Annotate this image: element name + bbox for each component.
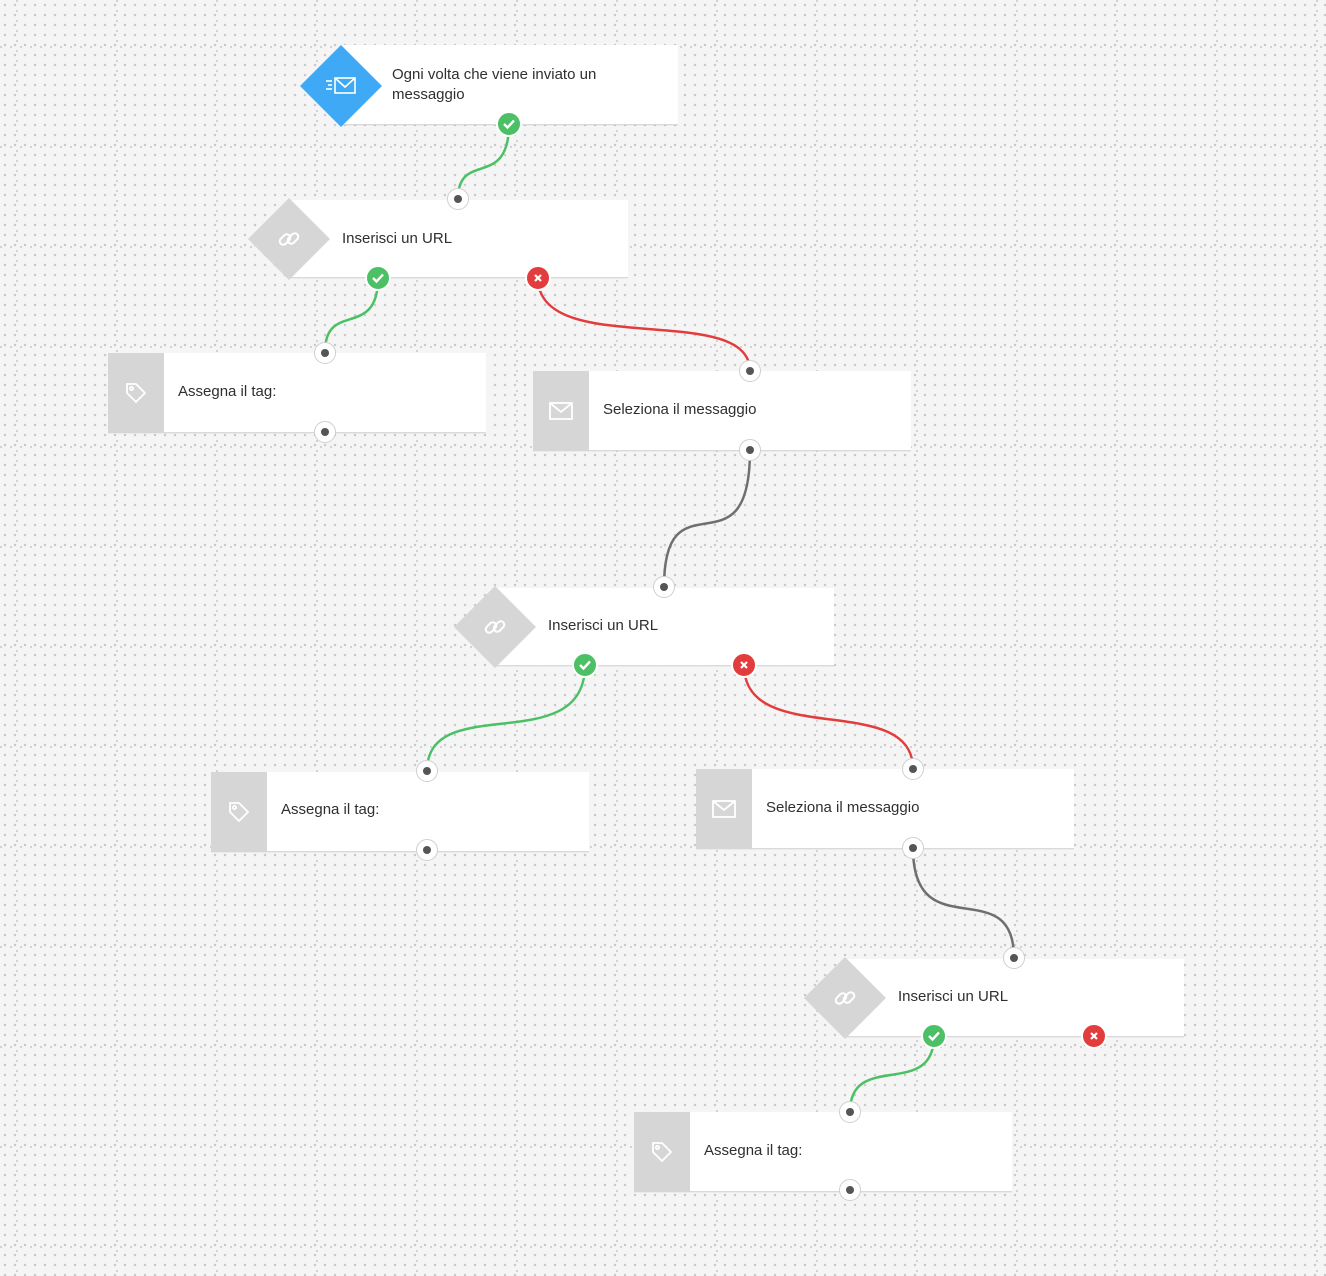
envelope-icon xyxy=(549,402,573,420)
tag-icon-box-1 xyxy=(108,353,164,433)
tag-1-input-port[interactable] xyxy=(314,342,336,364)
message-card-2[interactable] xyxy=(696,769,1074,849)
tag-card-3[interactable] xyxy=(634,1112,1012,1192)
tag-node-2[interactable]: Assegna il tag: xyxy=(211,772,591,852)
message-card-1[interactable] xyxy=(533,371,911,451)
url-1-input-port[interactable] xyxy=(447,188,469,210)
trigger-label: Ogni volta che viene inviato un messaggi… xyxy=(392,66,597,103)
tag-card-2[interactable] xyxy=(211,772,589,852)
message-node-2[interactable]: Seleziona il messaggio xyxy=(696,769,1076,849)
trigger-success-status[interactable] xyxy=(496,111,522,137)
tag-2-input-port[interactable] xyxy=(416,760,438,782)
message-node-1[interactable]: Seleziona il messaggio xyxy=(533,371,913,451)
url-node-2[interactable]: Inserisci un URL xyxy=(453,585,836,670)
cross-icon xyxy=(740,661,748,669)
send-mail-icon xyxy=(326,77,356,94)
url-card-1[interactable] xyxy=(288,200,628,278)
connector-url-2-no-to-message-2[interactable] xyxy=(742,664,915,770)
check-icon xyxy=(579,660,591,671)
envelope-icon-box-2 xyxy=(696,769,752,849)
url-diamond-1 xyxy=(247,197,331,281)
tag-node-3[interactable]: Assegna il tag: xyxy=(634,1112,1014,1192)
tag-icon xyxy=(126,383,147,404)
trigger-diamond xyxy=(299,44,383,128)
check-icon xyxy=(503,119,515,130)
url-2-success-status[interactable] xyxy=(572,652,598,678)
url-diamond-3 xyxy=(803,956,887,1040)
link-icon xyxy=(834,991,856,1005)
url-1-success-status[interactable] xyxy=(365,265,391,291)
message-1-output-port[interactable] xyxy=(739,439,761,461)
link-icon xyxy=(278,232,300,246)
tag-label-1: Assegna il tag: xyxy=(178,383,277,400)
connector-url-1-no-to-message-1[interactable] xyxy=(536,277,752,372)
message-label-2: Seleziona il messaggio xyxy=(766,799,920,816)
connector-trigger-to-url-1[interactable] xyxy=(456,123,511,200)
url-3-input-port[interactable] xyxy=(1003,947,1025,969)
connector-message-2-to-url-3[interactable] xyxy=(911,847,1016,959)
url-node-3[interactable]: Inserisci un URL xyxy=(803,956,1186,1041)
tag-card-1[interactable] xyxy=(108,353,486,433)
tag-icon xyxy=(229,802,250,823)
message-1-input-port[interactable] xyxy=(739,360,761,382)
url-label-2: Inserisci un URL xyxy=(548,617,659,634)
url-2-failure-status[interactable] xyxy=(731,652,757,678)
url-card-2[interactable] xyxy=(494,588,834,666)
url-label-1: Inserisci un URL xyxy=(342,230,453,247)
envelope-icon xyxy=(712,800,736,818)
tag-node-1[interactable]: Assegna il tag: xyxy=(108,353,488,433)
tag-label-2: Assegna il tag: xyxy=(281,801,380,818)
message-2-input-port[interactable] xyxy=(902,758,924,780)
message-2-output-port[interactable] xyxy=(902,837,924,859)
message-label-1: Seleziona il messaggio xyxy=(603,401,757,418)
check-icon xyxy=(372,273,384,284)
url-diamond-2 xyxy=(453,585,537,669)
url-label-3: Inserisci un URL xyxy=(898,988,1009,1005)
url-card-3[interactable] xyxy=(844,959,1184,1037)
connector-url-3-yes-to-tag-3[interactable] xyxy=(848,1035,936,1113)
url-3-failure-status[interactable] xyxy=(1081,1023,1107,1049)
connector-url-2-yes-to-tag-2[interactable] xyxy=(425,664,587,772)
url-2-input-port[interactable] xyxy=(653,576,675,598)
cross-icon xyxy=(1090,1032,1098,1040)
tag-3-input-port[interactable] xyxy=(839,1101,861,1123)
tag-icon xyxy=(652,1142,673,1163)
cross-icon xyxy=(534,274,542,282)
url-node-1[interactable]: Inserisci un URL xyxy=(247,197,630,282)
envelope-icon-box-1 xyxy=(533,371,589,451)
connector-message-1-to-url-2[interactable] xyxy=(662,449,752,588)
link-icon xyxy=(484,620,506,634)
trigger-node[interactable]: Ogni volta che viene inviato un messaggi… xyxy=(299,44,680,129)
tag-1-output-port[interactable] xyxy=(314,421,336,443)
url-3-success-status[interactable] xyxy=(921,1023,947,1049)
tag-icon-box-2 xyxy=(211,772,267,852)
tag-2-output-port[interactable] xyxy=(416,839,438,861)
connector-url-1-yes-to-tag-1[interactable] xyxy=(323,277,380,353)
tag-icon-box-3 xyxy=(634,1112,690,1192)
check-icon xyxy=(928,1031,940,1042)
url-1-failure-status[interactable] xyxy=(525,265,551,291)
tag-3-output-port[interactable] xyxy=(839,1179,861,1201)
tag-label-3: Assegna il tag: xyxy=(704,1142,803,1159)
